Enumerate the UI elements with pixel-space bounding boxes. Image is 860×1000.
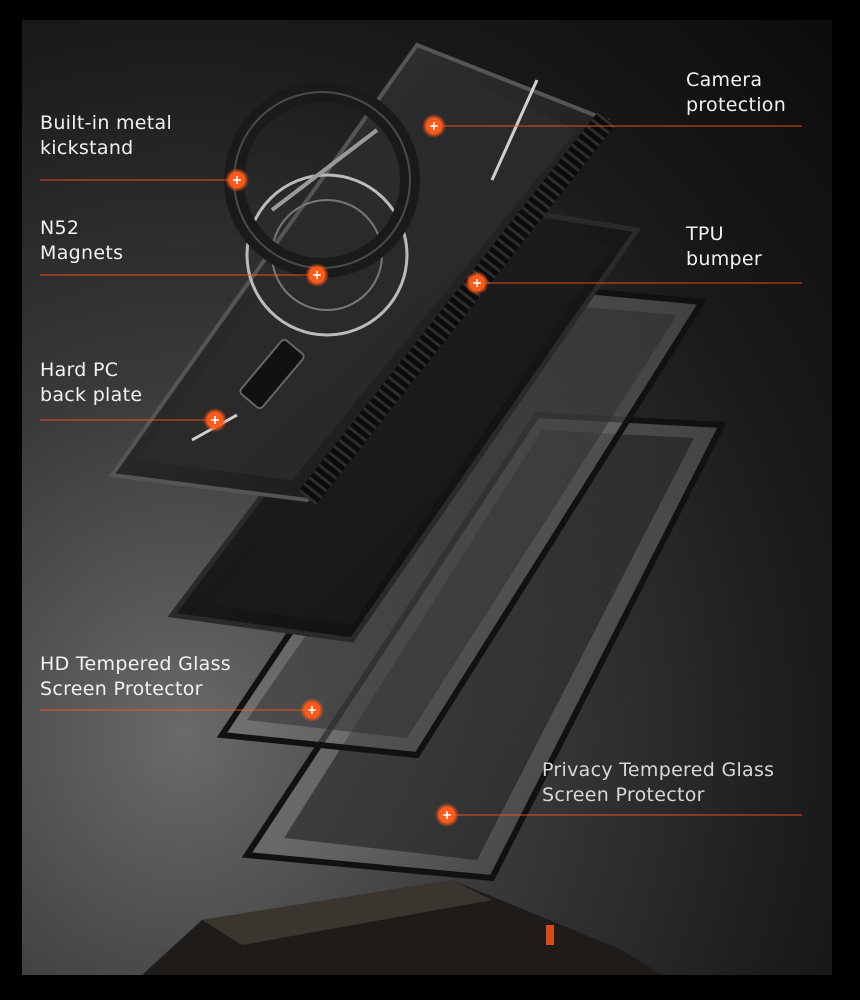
plus-icon	[422, 114, 446, 138]
label-bumper-line1: TPU	[686, 223, 724, 245]
label-backplate-line2: back plate	[40, 384, 143, 406]
plus-icon	[465, 271, 489, 295]
label-magnets: N52 Magnets	[40, 216, 123, 266]
label-kickstand: Built-in metal kickstand	[40, 111, 172, 161]
wood-block	[142, 880, 662, 975]
plus-icon	[300, 698, 324, 722]
label-privacy-glass: Privacy Tempered Glass Screen Protector	[542, 758, 774, 808]
label-backplate-line1: Hard PC	[40, 359, 119, 381]
plus-icon	[435, 803, 459, 827]
label-backplate: Hard PC back plate	[40, 358, 142, 408]
callout-lines	[40, 125, 802, 816]
exploded-case-illustration	[40, 42, 802, 975]
label-camera-line1: Camera	[686, 69, 763, 91]
plus-icon	[225, 168, 249, 192]
label-magnets-line2: Magnets	[40, 242, 124, 264]
ember-glow	[546, 925, 554, 945]
product-scene: Built-in metal kickstand N52 Magnets Har…	[22, 20, 832, 975]
label-hd-glass: HD Tempered Glass Screen Protector	[40, 652, 231, 702]
label-privacy-glass-line2: Screen Protector	[542, 784, 705, 806]
label-magnets-line1: N52	[40, 217, 80, 239]
label-kickstand-line1: Built-in metal	[40, 112, 173, 134]
label-kickstand-line2: kickstand	[40, 137, 134, 159]
plus-icon	[203, 408, 227, 432]
label-privacy-glass-line1: Privacy Tempered Glass	[542, 759, 775, 781]
plus-icon	[305, 263, 329, 287]
label-bumper: TPU bumper	[686, 222, 762, 272]
label-camera-line2: protection	[686, 94, 787, 116]
label-hd-glass-line1: HD Tempered Glass	[40, 653, 232, 675]
wood-block-top	[202, 880, 492, 945]
label-camera: Camera protection	[686, 68, 786, 118]
label-bumper-line2: bumper	[686, 248, 762, 270]
callout-markers	[203, 114, 489, 827]
label-hd-glass-line2: Screen Protector	[40, 678, 203, 700]
